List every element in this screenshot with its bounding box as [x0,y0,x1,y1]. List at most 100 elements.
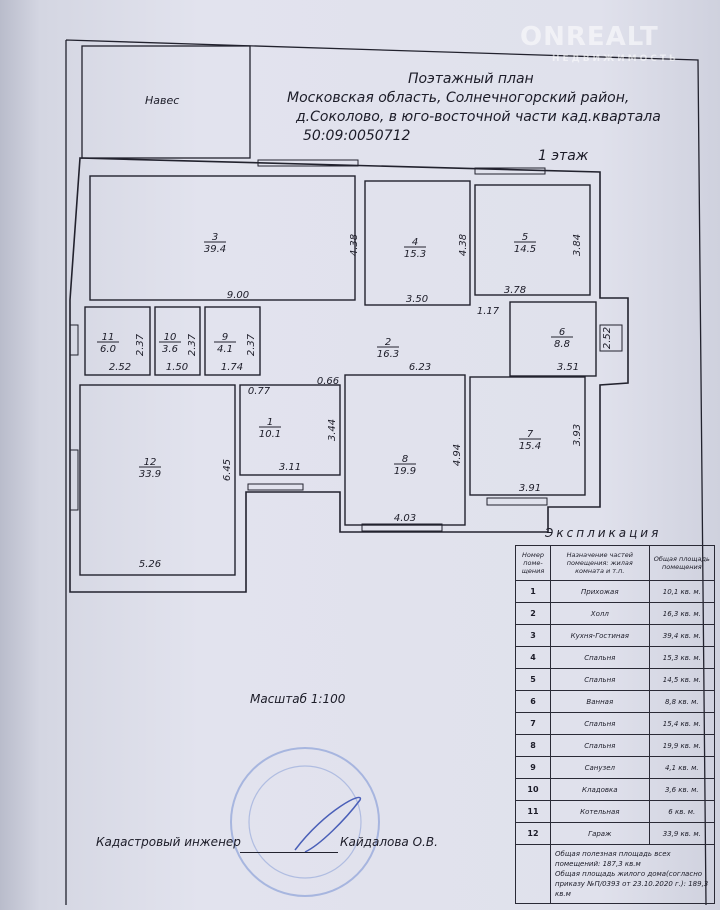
room-purpose-cell: Прихожая [550,580,650,603]
room-purpose-cell: Спальня [550,646,650,669]
room-number: 7 [527,429,534,440]
engineer-stamp [230,747,380,897]
room-area-cell: 4,1 кв. м. [648,756,716,779]
house-outer-wall [69,157,629,593]
dimension-label: 2.37 [135,333,146,356]
room-purpose-cell: Спальня [550,734,650,757]
dimension-label: 4.38 [349,234,360,256]
header-purpose: Назначение частей помещения: жилая комна… [550,545,650,581]
room-7-outline [469,376,586,496]
dimension-label: 2.37 [246,333,257,356]
dimension-label: 4.94 [452,444,463,466]
room-area-cell: 16,3 кв. м. [648,602,716,625]
dimension-label: 3.84 [572,234,583,256]
room-number: 1 [267,417,273,428]
dimension-label: 0.77 [248,386,271,397]
dimension-label: 3.11 [279,462,301,473]
room-area: 8.8 [554,339,570,350]
room-area: 33.9 [139,469,161,480]
watermark-subtitle: НЕДВИЖИМОСТЬ [552,54,679,64]
footer-empty [515,844,551,904]
canopy-label: Навес [145,94,180,107]
room-4-outline [364,180,471,306]
room-number-cell: 6 [515,690,551,713]
room-8-outline [344,374,466,526]
room-area-cell: 33,9 кв. м. [648,822,716,845]
room-purpose-cell: Кладовка [550,778,650,801]
room-number-cell: 7 [515,712,551,735]
cadastral-number: 50:09:0050712 [303,128,411,144]
room-number: 11 [102,332,115,343]
room-number: 2 [385,337,391,348]
room-area: 19.9 [394,466,416,477]
address-line-2: д.Соколово, в юго-восточной части кад.кв… [296,109,661,125]
room-number-cell: 2 [515,602,551,625]
signature-role: Кадастровый инженер [96,835,241,849]
room-purpose-cell: Холл [550,602,650,625]
room-purpose-cell: Гараж [550,822,650,845]
dimension-label: 3.78 [504,285,526,296]
room-purpose-cell: Котельная [550,800,650,823]
room-number-cell: 3 [515,624,551,647]
room-number: 3 [212,232,218,243]
room-area-cell: 15,3 кв. м. [648,646,716,669]
room-5-outline [474,184,591,296]
signature-line [240,852,338,853]
canopy-outline [81,45,251,159]
room-11-outline [84,306,151,376]
room-number: 4 [412,237,418,248]
dimension-label: 1.74 [221,362,243,373]
dimension-label: 6.45 [222,459,233,481]
dimension-label: 4.03 [394,513,416,524]
address-line-1: Московская область, Солнечногорский райо… [287,90,630,106]
room-area: 16.3 [377,349,399,360]
room-number-cell: 5 [515,668,551,691]
room-6-outline [509,301,597,377]
dimension-label: 3.91 [519,483,541,494]
dimension-label: 1.50 [166,362,188,373]
footer-totals: Общая полезная площадь всех помещений: 1… [550,844,715,904]
room-purpose-cell: Кухня-Гостиная [550,624,650,647]
scale-label: Масштаб 1:100 [250,692,346,706]
header-area: Общая площадь помещения [648,545,716,581]
room-area: 10.1 [259,429,281,440]
signature-name: Кайдалова О.В. [340,835,438,849]
room-10-outline [154,306,201,376]
room-12-outline [79,384,236,576]
dimension-label: 3.93 [572,424,583,446]
room-area-cell: 8,8 кв. м. [648,690,716,713]
total-useful-area: Общая полезная площадь всех помещений: 1… [555,850,671,868]
room-number: 8 [402,454,408,465]
room-area-cell: 15,4 кв. м. [648,712,716,735]
room-area-cell: 10,1 кв. м. [648,580,716,603]
signature-scribble [294,796,362,853]
dimension-label: 3.44 [327,419,338,441]
room-area: 15.4 [519,441,541,452]
room-area-cell: 39,4 кв. м. [648,624,716,647]
room-number-cell: 4 [515,646,551,669]
room-number-cell: 11 [515,800,551,823]
room-9-outline [204,306,261,376]
windows [69,159,623,532]
room-area-cell: 6 кв. м. [648,800,716,823]
watermark-logo: ONREALT [520,22,659,52]
room-number: 6 [559,327,565,338]
room-area: 3.6 [162,344,178,355]
dimension-label: 6.23 [409,362,431,373]
dimension-label: 3.50 [406,294,428,305]
dimension-label: 2.52 [109,362,131,373]
explication-title: Экспликация [545,526,662,540]
room-number-cell: 12 [515,822,551,845]
room-area: 4.1 [217,344,233,355]
